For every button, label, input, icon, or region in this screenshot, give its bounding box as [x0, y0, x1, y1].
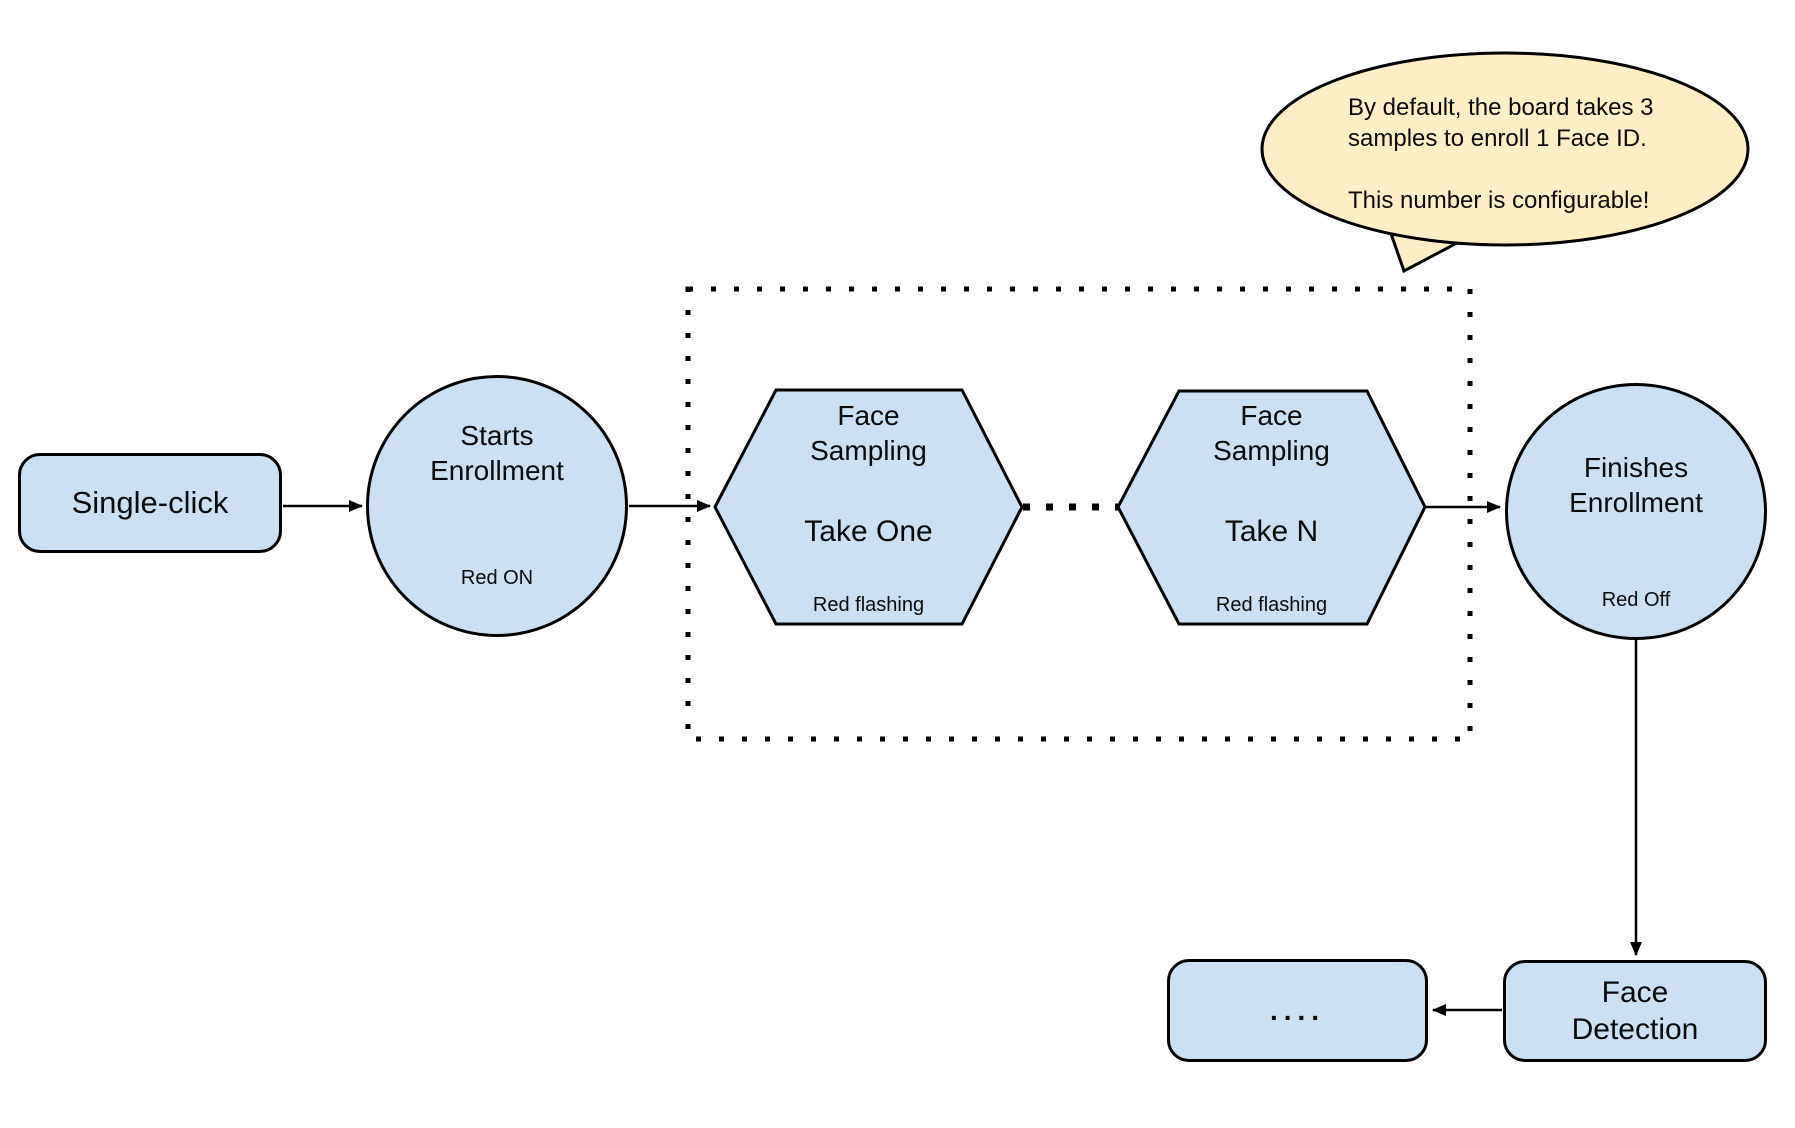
single-click-label: Single-click: [71, 485, 229, 520]
hexagon-face-sampling-n: [1116, 389, 1427, 626]
face-detection-label: Face Detection: [1571, 976, 1699, 1046]
speech-bubble: [1260, 51, 1750, 247]
node-starts-enrollment: [366, 375, 628, 637]
speech-bubble-note: By default, the board takes 3 samples to…: [1348, 94, 1654, 214]
node-single-click: Single-click: [18, 453, 282, 553]
node-finishes-enrollment: [1505, 383, 1767, 640]
node-ellipsis: ....: [1167, 959, 1428, 1062]
ellipsis-label: ....: [1269, 994, 1326, 1026]
sampling-group-dotted-border: [685, 286, 1473, 742]
hexagon-face-sampling-one: [713, 388, 1024, 626]
node-face-detection: Face Detection: [1503, 960, 1767, 1062]
